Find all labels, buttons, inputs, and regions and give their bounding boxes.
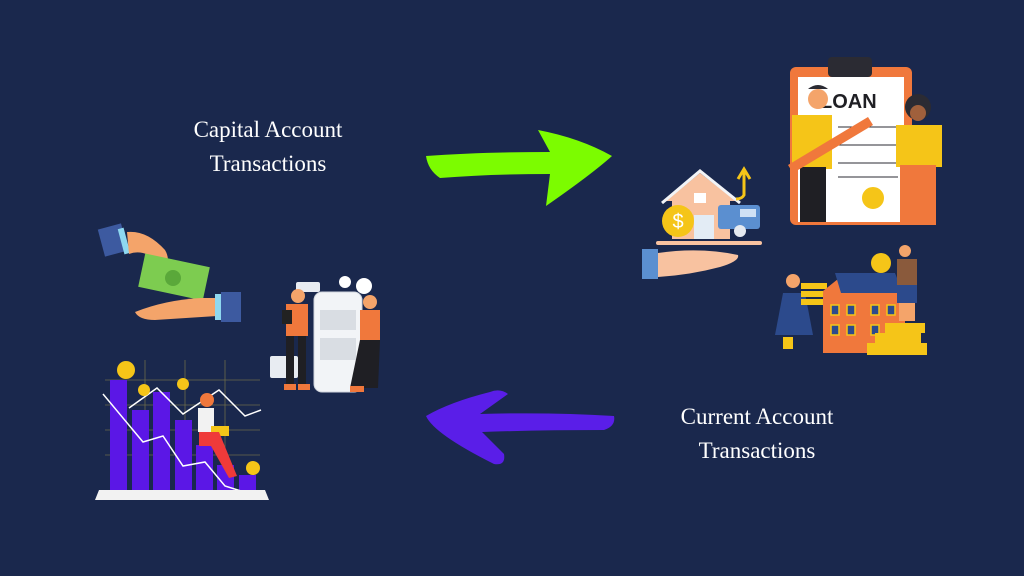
man-with-pen-figure: [788, 85, 873, 222]
loan-text: LOAN: [820, 91, 877, 113]
woman-figure: [896, 94, 942, 225]
capital-account-line2: Transactions: [209, 151, 327, 176]
svg-text:$: $: [672, 211, 683, 233]
current-account-line1: Current Account: [680, 404, 834, 429]
car-icon: [718, 205, 760, 237]
coin-icon: [117, 361, 260, 475]
declining-chart-illustration: [95, 350, 270, 500]
trend-down-line: [102, 393, 264, 499]
app-team-illustration: [268, 268, 393, 398]
assets-on-hand-illustration: $: [640, 165, 765, 285]
gear-icon: [339, 276, 372, 294]
woman-figure: [350, 295, 380, 392]
loan-agreement-illustration: LOAN: [778, 55, 948, 230]
clipboard-clip-icon: [828, 57, 872, 77]
seal-icon: [860, 185, 886, 211]
woman-carrying-coins-figure: [775, 274, 827, 349]
arrow-right-icon: [420, 122, 620, 212]
person-with-laptop: [198, 393, 237, 478]
dollar-coin-icon: $: [662, 205, 694, 237]
man-with-coin-figure: [871, 245, 917, 321]
banknote-icon: [138, 253, 210, 301]
current-account-line2: Transactions: [698, 438, 816, 463]
receiving-hand-icon: [135, 292, 241, 322]
dollar-coin-icon: [871, 253, 891, 273]
current-account-label: Current Account Transactions: [652, 400, 862, 468]
capital-account-line1: Capital Account: [193, 117, 343, 142]
savings-house-illustration: [775, 245, 935, 360]
money-exchange-illustration: [95, 220, 245, 330]
arrow-left-icon: [420, 384, 620, 474]
capital-account-label: Capital Account Transactions: [168, 113, 368, 181]
coin-stack-icon: [867, 323, 927, 355]
bar-series: [110, 380, 256, 498]
man-figure: [282, 289, 310, 390]
